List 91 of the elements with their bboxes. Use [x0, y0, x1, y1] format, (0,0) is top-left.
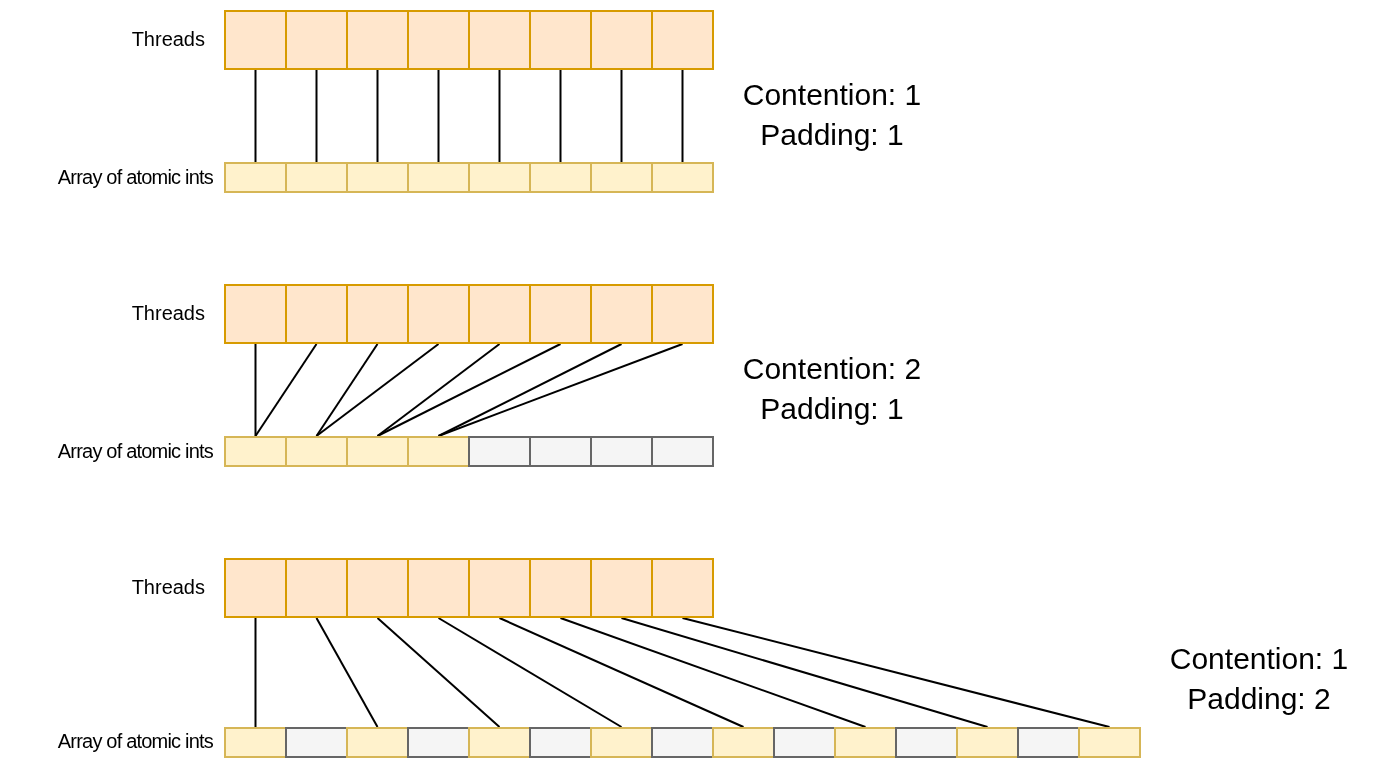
padding-cell — [651, 436, 714, 467]
padding-cell — [468, 436, 531, 467]
thread-cell — [285, 558, 348, 618]
connector-line — [315, 69, 318, 163]
row-label: Threads — [131, 28, 205, 51]
connector-line — [376, 343, 562, 437]
row-label: Threads — [131, 302, 205, 325]
padding-cell — [407, 727, 470, 758]
connector-line — [254, 343, 318, 437]
padding-cell — [590, 436, 653, 467]
thread-cell — [651, 284, 714, 344]
connector-line — [437, 343, 684, 437]
thread-cell — [407, 284, 470, 344]
int-cell — [468, 162, 531, 193]
int-cell — [224, 436, 287, 467]
thread-cell — [407, 10, 470, 70]
padding-cell — [895, 727, 958, 758]
thread-cell — [346, 10, 409, 70]
int-cell — [285, 436, 348, 467]
connector-line — [559, 69, 562, 163]
connector-line — [681, 617, 1111, 728]
thread-cell — [468, 284, 531, 344]
connector-line — [315, 617, 379, 728]
thread-cell — [529, 284, 592, 344]
int-cell — [834, 727, 897, 758]
int-cell — [407, 162, 470, 193]
thread-cell — [590, 558, 653, 618]
int-cell — [407, 436, 470, 467]
connector-line — [376, 617, 501, 728]
thread-cell — [224, 10, 287, 70]
connector-line — [620, 617, 989, 728]
row-label: Array of atomic ints — [57, 730, 213, 753]
thread-cell — [285, 10, 348, 70]
thread-cell — [346, 284, 409, 344]
padding-cell — [285, 727, 348, 758]
thread-cell — [590, 10, 653, 70]
int-cell — [590, 162, 653, 193]
connector-line — [437, 343, 623, 437]
thread-cell — [224, 284, 287, 344]
setting-text: Padding: 1 — [759, 392, 905, 426]
thread-cell — [529, 10, 592, 70]
int-cell — [346, 727, 409, 758]
connector-line — [376, 69, 379, 163]
connector-line — [254, 343, 257, 437]
thread-cell — [651, 558, 714, 618]
int-cell — [590, 727, 653, 758]
thread-cell — [224, 558, 287, 618]
setting-text: Contention: 1 — [1168, 642, 1350, 676]
connector-line — [376, 343, 501, 437]
int-cell — [224, 727, 287, 758]
row-label: Threads — [131, 576, 205, 599]
int-cell — [1078, 727, 1141, 758]
setting-text: Padding: 1 — [759, 118, 905, 152]
connector-line — [559, 617, 867, 728]
connector-line — [681, 69, 684, 163]
int-cell — [468, 727, 531, 758]
setting-text: Contention: 2 — [741, 352, 923, 386]
thread-cell — [468, 558, 531, 618]
thread-cell — [529, 558, 592, 618]
int-cell — [529, 162, 592, 193]
thread-cell — [468, 10, 531, 70]
padding-cell — [651, 727, 714, 758]
row-label: Array of atomic ints — [57, 440, 213, 463]
setting-text: Contention: 1 — [741, 78, 923, 112]
connector-line — [498, 69, 501, 163]
padding-cell — [529, 727, 592, 758]
int-cell — [346, 436, 409, 467]
int-cell — [285, 162, 348, 193]
int-cell — [224, 162, 287, 193]
connector-line — [437, 617, 623, 728]
padding-cell — [1017, 727, 1080, 758]
int-cell — [712, 727, 775, 758]
thread-cell — [285, 284, 348, 344]
setting-text: Padding: 2 — [1186, 682, 1332, 716]
connector-line — [315, 343, 379, 437]
int-cell — [651, 162, 714, 193]
connector-line — [498, 617, 745, 728]
thread-cell — [590, 284, 653, 344]
thread-cell — [407, 558, 470, 618]
int-cell — [956, 727, 1019, 758]
connector-line — [254, 617, 257, 728]
thread-cell — [346, 558, 409, 618]
connector-line — [254, 69, 257, 163]
padding-cell — [529, 436, 592, 467]
connector-line — [437, 69, 440, 163]
padding-cell — [773, 727, 836, 758]
connector-line — [315, 343, 440, 437]
row-label: Array of atomic ints — [57, 166, 213, 189]
connector-line — [620, 69, 623, 163]
thread-cell — [651, 10, 714, 70]
int-cell — [346, 162, 409, 193]
